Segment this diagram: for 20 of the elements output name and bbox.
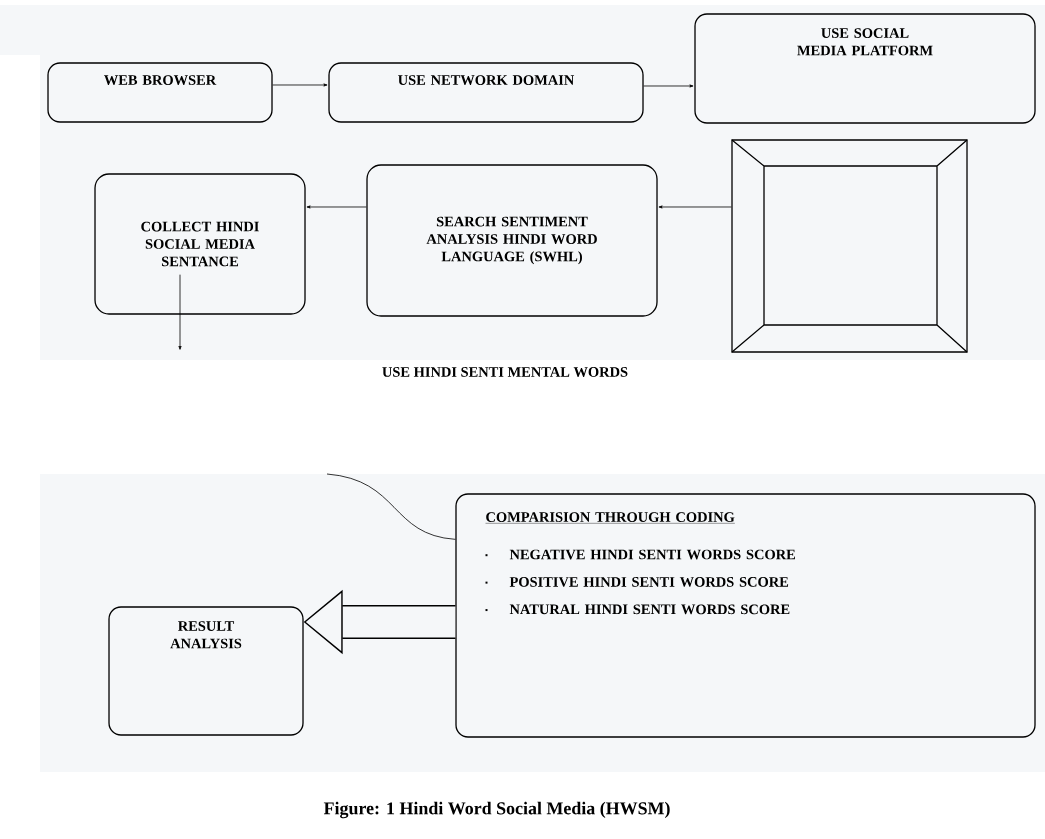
process-box: USE NETWORK DOMAIN	[328, 62, 644, 123]
arrow	[272, 83, 328, 87]
list-item: NEGATIVE HINDI SENTI WORDS SCORE	[485, 549, 796, 560]
process-box: SEARCH SENTIMENT ANALYSIS HINDI WORD LANGUAGE (SWHL)	[366, 164, 658, 317]
arrow	[658, 205, 732, 209]
heading: COMPARISION THROUGH CODING	[485, 512, 736, 524]
arrow	[643, 84, 694, 88]
frame-box	[731, 139, 968, 353]
list-item: POSITIVE HINDI SENTI WORDS SCORE	[485, 577, 789, 587]
process-box	[455, 493, 1036, 738]
process-box: USE SOCIAL MEDIA PLATFORM	[694, 13, 1036, 124]
arrow	[306, 205, 367, 209]
process-box: WEB BROWSER	[47, 62, 273, 123]
arrow	[178, 274, 182, 350]
caption: Figure: 1 Hindi Word Social Media (HWSM)	[323, 801, 670, 819]
process-box: COLLECT HINDI SOCIAL MEDIA SENTANCE	[94, 173, 306, 315]
note-text: USE HINDI SENTI MENTAL WORDS	[382, 367, 628, 377]
list-item: NATURAL HINDI SENTI WORDS SCORE	[485, 604, 790, 615]
curved-line	[326, 473, 456, 540]
process-box: RESULT ANALYSIS	[108, 606, 304, 736]
